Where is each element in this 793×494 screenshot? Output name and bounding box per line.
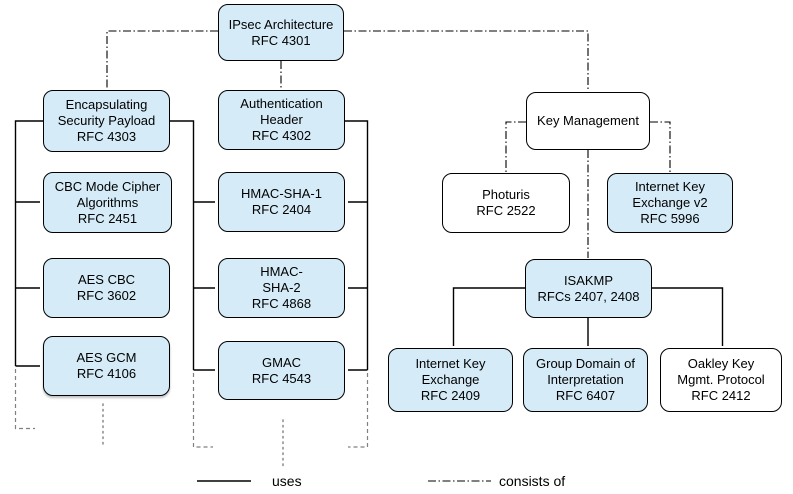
node-aes-cbc-line: AES CBC (77, 272, 136, 287)
node-cbc-mode-cipher-line: Algorithms (76, 194, 139, 210)
node-authentication-header-line: Authentication (240, 96, 323, 111)
node-authentication-header: Authentication Header RFC 4302 (218, 90, 345, 150)
node-photuris: Photuris RFC 2522 (442, 173, 570, 233)
node-aes-gcm-line: AES GCM (76, 350, 137, 365)
node-ikev2-line: Internet Key (634, 179, 706, 194)
node-authentication-header-line: RFC 4302 (251, 128, 312, 143)
node-cbc-mode-cipher: CBC Mode Cipher Algorithms RFC 2451 (43, 172, 172, 233)
node-aes-cbc: AES CBC RFC 3602 (43, 258, 170, 318)
node-esp-line: Encapsulating (65, 97, 148, 112)
node-ikev2: Internet Key Exchange v2 RFC 5996 (607, 173, 733, 233)
legend-consists-of-label: consists of (499, 473, 566, 489)
edge-consists-ipsec-keymgmt (344, 30, 589, 91)
node-hmac-sha2-line: SHA-2 (262, 280, 301, 295)
node-oakley: Oakley Key Mgmt. Protocol RFC 2412 (660, 348, 782, 412)
node-ipsec-architecture: IPsec Architecture RFC 4301 (218, 4, 344, 61)
node-esp: Encapsulating Security Payload RFC 4303 (43, 90, 170, 152)
edge-uses-esp-right-trunk (170, 120, 195, 370)
node-ike-line: Exchange (421, 372, 480, 387)
node-esp-line: RFC 4303 (76, 129, 137, 144)
node-key-management-line: Key Management (537, 113, 639, 128)
node-hmac-sha1-line: HMAC-SHA-1 (241, 186, 322, 201)
node-ike: Internet Key Exchange RFC 2409 (388, 348, 513, 412)
node-aes-gcm-line: RFC 4106 (76, 366, 137, 381)
node-ikev2-line: RFC 5996 (640, 211, 700, 226)
node-hmac-sha2: HMAC- SHA-2 RFC 4868 (218, 258, 345, 318)
legend-uses-label: uses (272, 473, 302, 489)
edge-continuation-right (348, 373, 369, 448)
node-hmac-sha2-line: HMAC- (260, 264, 303, 279)
node-oakley-line: Mgmt. Protocol (677, 372, 765, 387)
node-isakmp: ISAKMP RFCs 2407, 2408 (525, 259, 652, 318)
node-isakmp-line: ISAKMP (563, 272, 614, 288)
node-hmac-sha1: HMAC-SHA-1 RFC 2404 (218, 172, 345, 232)
edge-uses-esp-left-trunk (14, 120, 43, 366)
node-authentication-header-line: Header (260, 112, 303, 127)
node-photuris-line: Photuris (482, 187, 530, 202)
node-ike-line: Internet Key (415, 356, 486, 371)
node-key-management: Key Management (526, 92, 650, 150)
edge-uses-isakmp-ike (452, 287, 525, 346)
node-cbc-mode-cipher-line: RFC 2451 (77, 210, 138, 226)
node-photuris-line: RFC 2522 (476, 203, 536, 218)
node-ike-line: RFC 2409 (420, 388, 481, 403)
edge-uses-isakmp-oakley (652, 287, 724, 346)
node-gmac: GMAC RFC 4543 (218, 341, 345, 400)
node-gdoi-line: RFC 6407 (555, 388, 616, 403)
node-esp-line: Security Payload (57, 113, 156, 128)
node-aes-gcm: AES GCM RFC 4106 (43, 336, 170, 396)
node-ipsec-architecture-line: RFC 4301 (251, 32, 311, 48)
node-cbc-mode-cipher-line: CBC Mode Cipher (54, 178, 161, 194)
node-gmac-line: GMAC (262, 354, 301, 370)
edge-continuation-middle (192, 373, 213, 448)
node-gdoi-line: Interpretation (547, 372, 624, 387)
node-hmac-sha1-line: RFC 2404 (251, 202, 312, 217)
edge-consists-ipsec-esp (106, 30, 218, 89)
node-gdoi: Group Domain of Interpretation RFC 6407 (523, 348, 648, 412)
edge-continuation-left (14, 369, 35, 430)
node-oakley-line: RFC 2412 (691, 388, 751, 403)
node-gmac-line: RFC 4543 (251, 370, 312, 386)
node-gdoi-line: Group Domain of (536, 356, 635, 371)
node-isakmp-line: RFCs 2407, 2408 (537, 288, 640, 304)
node-aes-cbc-line: RFC 3602 (76, 288, 137, 303)
node-oakley-line: Oakley Key (687, 356, 755, 371)
edge-consists-keymgmt-ikev2 (650, 121, 671, 172)
node-hmac-sha2-line: RFC 4868 (251, 296, 312, 311)
node-ipsec-architecture-line: IPsec Architecture (228, 16, 334, 32)
edge-consists-keymgmt-photuris (505, 121, 526, 172)
node-ikev2-line: Exchange v2 (632, 195, 708, 210)
edge-uses-ah-right-trunk (345, 120, 369, 370)
